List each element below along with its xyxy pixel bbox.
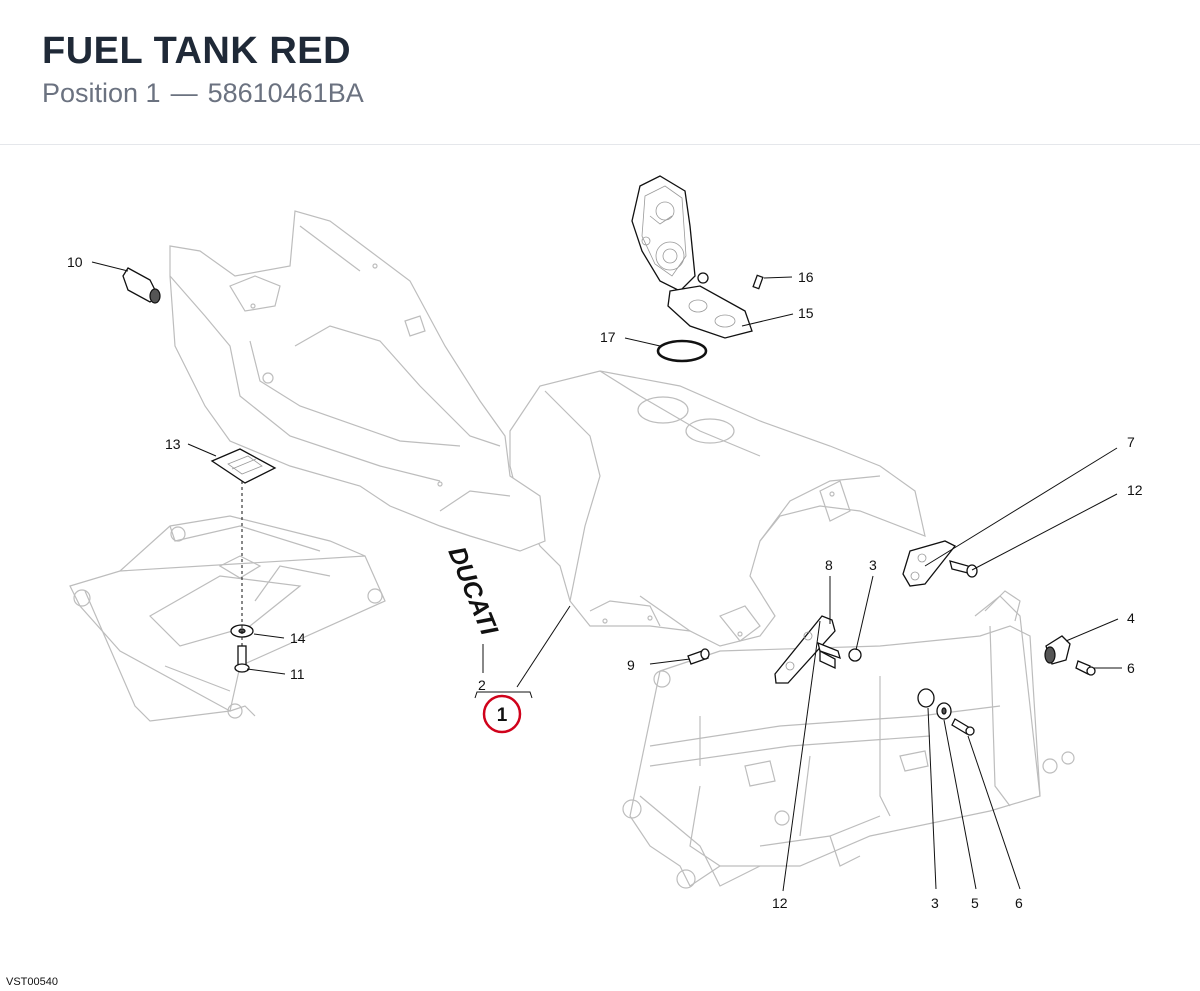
- callout-15[interactable]: 15: [798, 305, 814, 321]
- callout-8[interactable]: 8: [825, 557, 833, 573]
- decal-text: DUCATI: [442, 543, 503, 640]
- callout-12-top[interactable]: 12: [1127, 482, 1143, 498]
- callout-labels: 10 13 14 11 17 16 15 7 12 8 3 4 6 9 2 1 …: [67, 254, 1143, 911]
- callout-13[interactable]: 13: [165, 436, 181, 452]
- callout-6-bottom[interactable]: 6: [1015, 895, 1023, 911]
- plate-8: [774, 615, 862, 684]
- fuel-tank-rear: [169, 210, 546, 552]
- position-label: Position 1: [42, 78, 161, 108]
- drawing-code: VST00540: [6, 976, 58, 988]
- callout-5[interactable]: 5: [971, 895, 979, 911]
- rubber-pin-10: [122, 267, 161, 304]
- left-subframe: [69, 515, 386, 722]
- callout-12-bottom[interactable]: 12: [772, 895, 788, 911]
- page-subtitle: Position 1 — 58610461BA: [42, 78, 364, 109]
- header: FUEL TANK RED Position 1 — 58610461BA: [0, 0, 1200, 145]
- callout-16[interactable]: 16: [798, 269, 814, 285]
- leader-lines: [91, 261, 1122, 892]
- callout-2[interactable]: 2: [478, 677, 486, 693]
- callout-4[interactable]: 4: [1127, 610, 1135, 626]
- main-frame: [622, 590, 1075, 889]
- highlighted-callout-1[interactable]: 1: [482, 694, 522, 734]
- pad-13: [210, 448, 277, 484]
- callout-9[interactable]: 9: [627, 657, 635, 673]
- callout-14[interactable]: 14: [290, 630, 306, 646]
- callout-6-right[interactable]: 6: [1127, 660, 1135, 676]
- subtitle-separator: —: [170, 78, 198, 108]
- callout-10[interactable]: 10: [67, 254, 83, 270]
- callout-7[interactable]: 7: [1127, 434, 1135, 450]
- diagram-canvas: DUCATI 10 13 14 11 17 16 15 7 12: [67, 175, 1143, 911]
- callout-17[interactable]: 17: [600, 329, 616, 345]
- fuel-cap-assembly: [631, 175, 764, 363]
- page-title: FUEL TANK RED: [42, 30, 352, 72]
- callout-3-top[interactable]: 3: [869, 557, 877, 573]
- callout-11[interactable]: 11: [290, 666, 305, 682]
- ducati-decal: DUCATI: [442, 543, 503, 640]
- highlight-ring: [482, 694, 522, 734]
- callout-1[interactable]: 1: [497, 705, 508, 726]
- part-number: 58610461BA: [207, 78, 364, 108]
- callout-3-bottom[interactable]: 3: [931, 895, 939, 911]
- screw-9: [687, 648, 710, 665]
- bush-4: [1044, 635, 1071, 665]
- exploded-diagram: DUCATI 10 13 14 11 17 16 15 7 12: [0, 146, 1200, 991]
- fuel-tank-front: [509, 370, 926, 647]
- screw-6: [1075, 660, 1096, 676]
- bush-washer-screw: [917, 688, 975, 736]
- bracket-7: [902, 540, 978, 587]
